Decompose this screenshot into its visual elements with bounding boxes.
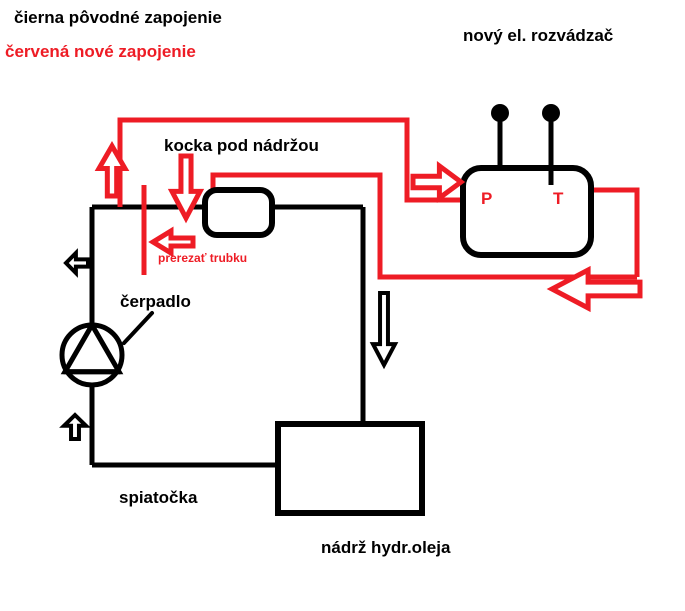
label-manifold-block: kocka pod nádržou	[164, 136, 319, 155]
switchboard-box	[460, 165, 594, 258]
legend-original-wiring: čierna pôvodné zapojenie	[14, 8, 222, 27]
arrow-up-small-black	[63, 248, 90, 278]
switchboard-component	[460, 165, 594, 258]
arrow-up-black-return	[59, 412, 91, 441]
label-port-t: T	[553, 189, 564, 208]
arrow-down-red-block	[167, 153, 205, 224]
new-pipe-segment	[210, 172, 637, 280]
flow-arrows	[59, 141, 643, 441]
label-switchboard: nový el. rozvádzač	[463, 26, 614, 45]
label-pump: čerpadlo	[120, 292, 191, 311]
new-wiring-lines	[117, 117, 640, 280]
pump-leader	[122, 311, 154, 345]
manifold-block	[202, 187, 275, 238]
arrow-left-red-cut	[148, 226, 196, 258]
arrow-right-red-to-p	[410, 161, 466, 203]
switchboard-terminals	[491, 104, 560, 185]
arrow-up-red-suction	[94, 141, 130, 199]
terminal-right-dot	[542, 104, 560, 122]
terminal-left-dot	[491, 104, 509, 122]
original-components	[59, 187, 425, 516]
arrow-down-black-feed	[369, 291, 399, 370]
label-cut-the-pipe: prerezať trubku	[158, 251, 248, 265]
oil-tank	[275, 421, 425, 516]
new-pipe-segment	[117, 117, 470, 207]
label-return-line: spiatočka	[119, 488, 198, 507]
label-oil-tank: nádrž hydr.oleja	[321, 538, 451, 557]
new-pipe-segment	[593, 187, 640, 277]
label-port-p: P	[481, 189, 493, 208]
arrow-left-red-return	[546, 265, 643, 313]
pump-symbol	[59, 322, 125, 388]
pump-triangle-symbol	[60, 319, 124, 375]
legend-new-wiring: červená nové zapojenie	[5, 42, 196, 61]
